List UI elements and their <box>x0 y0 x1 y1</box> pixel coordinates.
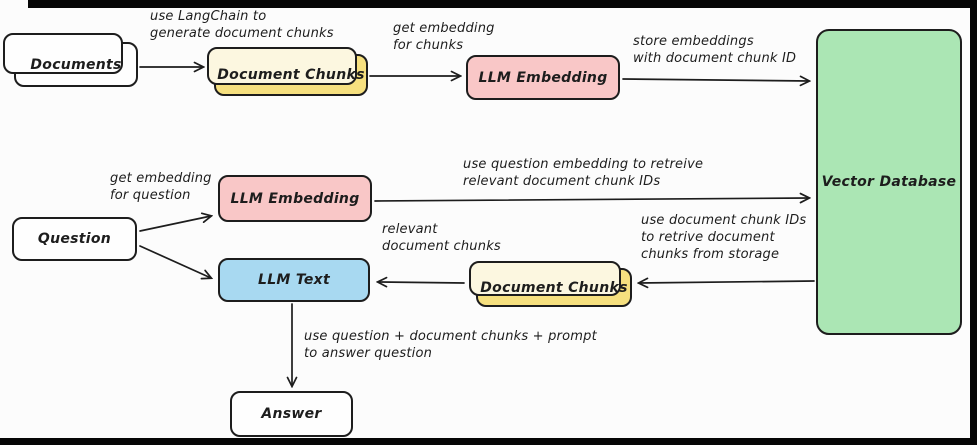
arrow-question-to-llm-text <box>139 245 211 278</box>
node-llm-embedding-top-label: LLM Embedding <box>478 69 608 86</box>
arrow-llm-embedding-to-vector-database-query <box>374 198 809 201</box>
frame-right-bar <box>970 0 977 445</box>
node-llm-text: LLM Text <box>218 258 370 302</box>
node-document-chunks-bottom-label: Document Chunks <box>480 279 628 296</box>
note-get-embedding-for-chunks: get embedding for chunks <box>393 21 495 53</box>
node-documents-label: Documents <box>30 56 122 73</box>
note-relevant-document-chunks: relevant document chunks <box>382 222 501 254</box>
note-use-question-embedding: use question embedding to retreive relev… <box>463 157 704 189</box>
node-question-label: Question <box>37 231 112 247</box>
node-document-chunks-top: Document Chunks <box>207 47 368 96</box>
arrow-vector-database-to-document-chunks <box>639 281 815 283</box>
note-store-embeddings: store embeddings with document chunk ID <box>633 34 797 66</box>
note-use-langchain: use LangChain to generate document chunk… <box>150 9 334 41</box>
node-documents: Documents <box>3 33 138 87</box>
node-answer-label: Answer <box>261 406 322 422</box>
note-get-embedding-for-question: get embedding for question <box>110 171 212 203</box>
frame-top-bar <box>28 0 977 8</box>
node-llm-embedding-mid: LLM Embedding <box>218 175 372 222</box>
node-vector-database-label: Vector Database <box>821 174 957 190</box>
note-use-document-chunk-ids: use document chunk IDs to retrive docume… <box>641 213 807 262</box>
node-llm-text-label: LLM Text <box>257 272 330 288</box>
node-document-chunks-bottom: Document Chunks <box>469 261 632 307</box>
node-document-chunks-top-label: Document Chunks <box>217 67 365 83</box>
node-vector-database: Vector Database <box>816 29 962 335</box>
frame-bottom-bar <box>0 438 977 445</box>
node-llm-embedding-mid-label: LLM Embedding <box>230 190 360 207</box>
arrow-document-chunks-to-llm-text <box>378 282 465 283</box>
arrow-question-to-llm-embedding <box>139 216 211 232</box>
node-llm-embedding-top: LLM Embedding <box>466 55 620 100</box>
node-answer: Answer <box>230 391 353 437</box>
node-question: Question <box>12 217 137 261</box>
arrow-llm-embedding-to-vector-database <box>622 79 809 81</box>
note-use-question-prompt: use question + document chunks + prompt … <box>304 329 597 361</box>
